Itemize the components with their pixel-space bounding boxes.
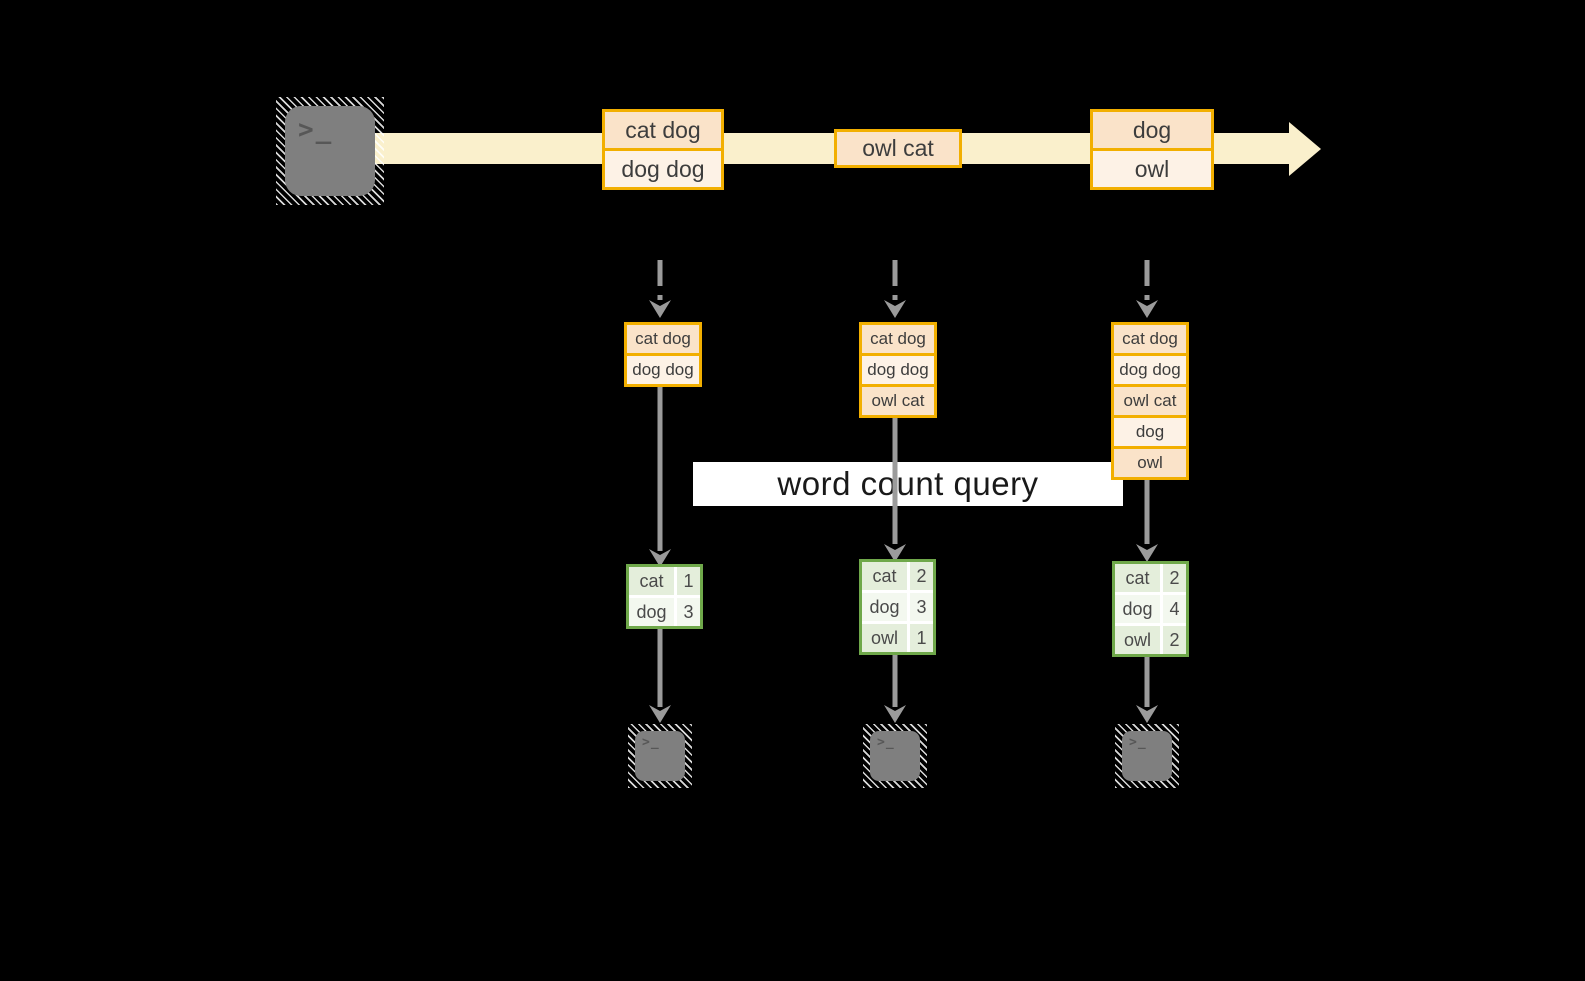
- count-cell: 3: [677, 598, 700, 626]
- terminal-prompt-glyph: >_: [642, 735, 660, 750]
- dashed-arrow-down-icon: [649, 260, 671, 318]
- stack-line: dog dog: [862, 353, 934, 384]
- stack-line: dog dog: [627, 353, 699, 384]
- word-cell: cat: [629, 567, 674, 595]
- output-terminal-icon: >_: [863, 724, 927, 788]
- terminal-body: >_: [870, 731, 920, 781]
- terminal-body: >_: [635, 731, 685, 781]
- stack-line: owl cat: [1114, 384, 1186, 415]
- word-cell: cat: [862, 562, 907, 590]
- word-cell: owl: [862, 624, 907, 652]
- word-cell: dog: [862, 593, 907, 621]
- output-arrow-down-icon: [649, 629, 671, 723]
- query-label-band: word count query: [693, 462, 1123, 506]
- terminal-prompt-glyph: >_: [1129, 735, 1147, 750]
- word-cell: owl: [1115, 626, 1160, 654]
- event-stack-2: cat dog dog dog owl cat: [859, 322, 937, 418]
- stream-event-1: cat dog dog dog: [602, 109, 724, 190]
- stream-event-line: owl cat: [837, 132, 959, 165]
- query-label-text: word count query: [777, 465, 1039, 502]
- count-cell: 2: [910, 562, 933, 590]
- output-terminal-icon: >_: [1115, 724, 1179, 788]
- output-terminal-icon: >_: [628, 724, 692, 788]
- stream-event-line: dog: [1093, 112, 1211, 148]
- stack-line: cat dog: [1114, 325, 1186, 353]
- stream-event-line: owl: [1093, 148, 1211, 187]
- stream-event-line: cat dog: [605, 112, 721, 148]
- stream-event-3: dog owl: [1090, 109, 1214, 190]
- stack-line: owl cat: [862, 384, 934, 415]
- output-arrow-down-icon: [884, 655, 906, 723]
- flow-arrow-down-icon: [1136, 480, 1158, 562]
- flow-arrow-down-icon: [884, 418, 906, 562]
- terminal-prompt-glyph: >_: [877, 735, 895, 750]
- dashed-arrow-down-icon: [1136, 260, 1158, 318]
- dashed-arrow-down-icon: [884, 260, 906, 318]
- count-cell: 3: [910, 593, 933, 621]
- word-cell: cat: [1115, 564, 1160, 592]
- count-cell: 4: [1163, 595, 1186, 623]
- event-stack-1: cat dog dog dog: [624, 322, 702, 387]
- count-cell: 1: [910, 624, 933, 652]
- word-cell: dog: [629, 598, 674, 626]
- stream-event-line: dog dog: [605, 148, 721, 187]
- flow-arrow-down-icon: [649, 387, 671, 567]
- terminal-body: >_: [1122, 731, 1172, 781]
- stack-line: cat dog: [862, 325, 934, 353]
- count-cell: 2: [1163, 626, 1186, 654]
- terminal-prompt-glyph: >_: [298, 115, 334, 145]
- word-count-table-1: cat 1 dog 3: [626, 564, 703, 629]
- source-terminal-icon: >_: [276, 97, 384, 205]
- stack-line: dog dog: [1114, 353, 1186, 384]
- word-cell: dog: [1115, 595, 1160, 623]
- output-arrow-down-icon: [1136, 657, 1158, 723]
- stack-line: dog: [1114, 415, 1186, 446]
- stream-arrowhead: [1289, 122, 1321, 176]
- word-count-table-3: cat 2 dog 4 owl 2: [1112, 561, 1189, 657]
- terminal-body: >_: [285, 106, 375, 196]
- word-count-table-2: cat 2 dog 3 owl 1: [859, 559, 936, 655]
- count-cell: 1: [677, 567, 700, 595]
- event-stack-3: cat dog dog dog owl cat dog owl: [1111, 322, 1189, 480]
- count-cell: 2: [1163, 564, 1186, 592]
- stream-event-2: owl cat: [834, 129, 962, 168]
- stack-line: owl: [1114, 446, 1186, 477]
- stack-line: cat dog: [627, 325, 699, 353]
